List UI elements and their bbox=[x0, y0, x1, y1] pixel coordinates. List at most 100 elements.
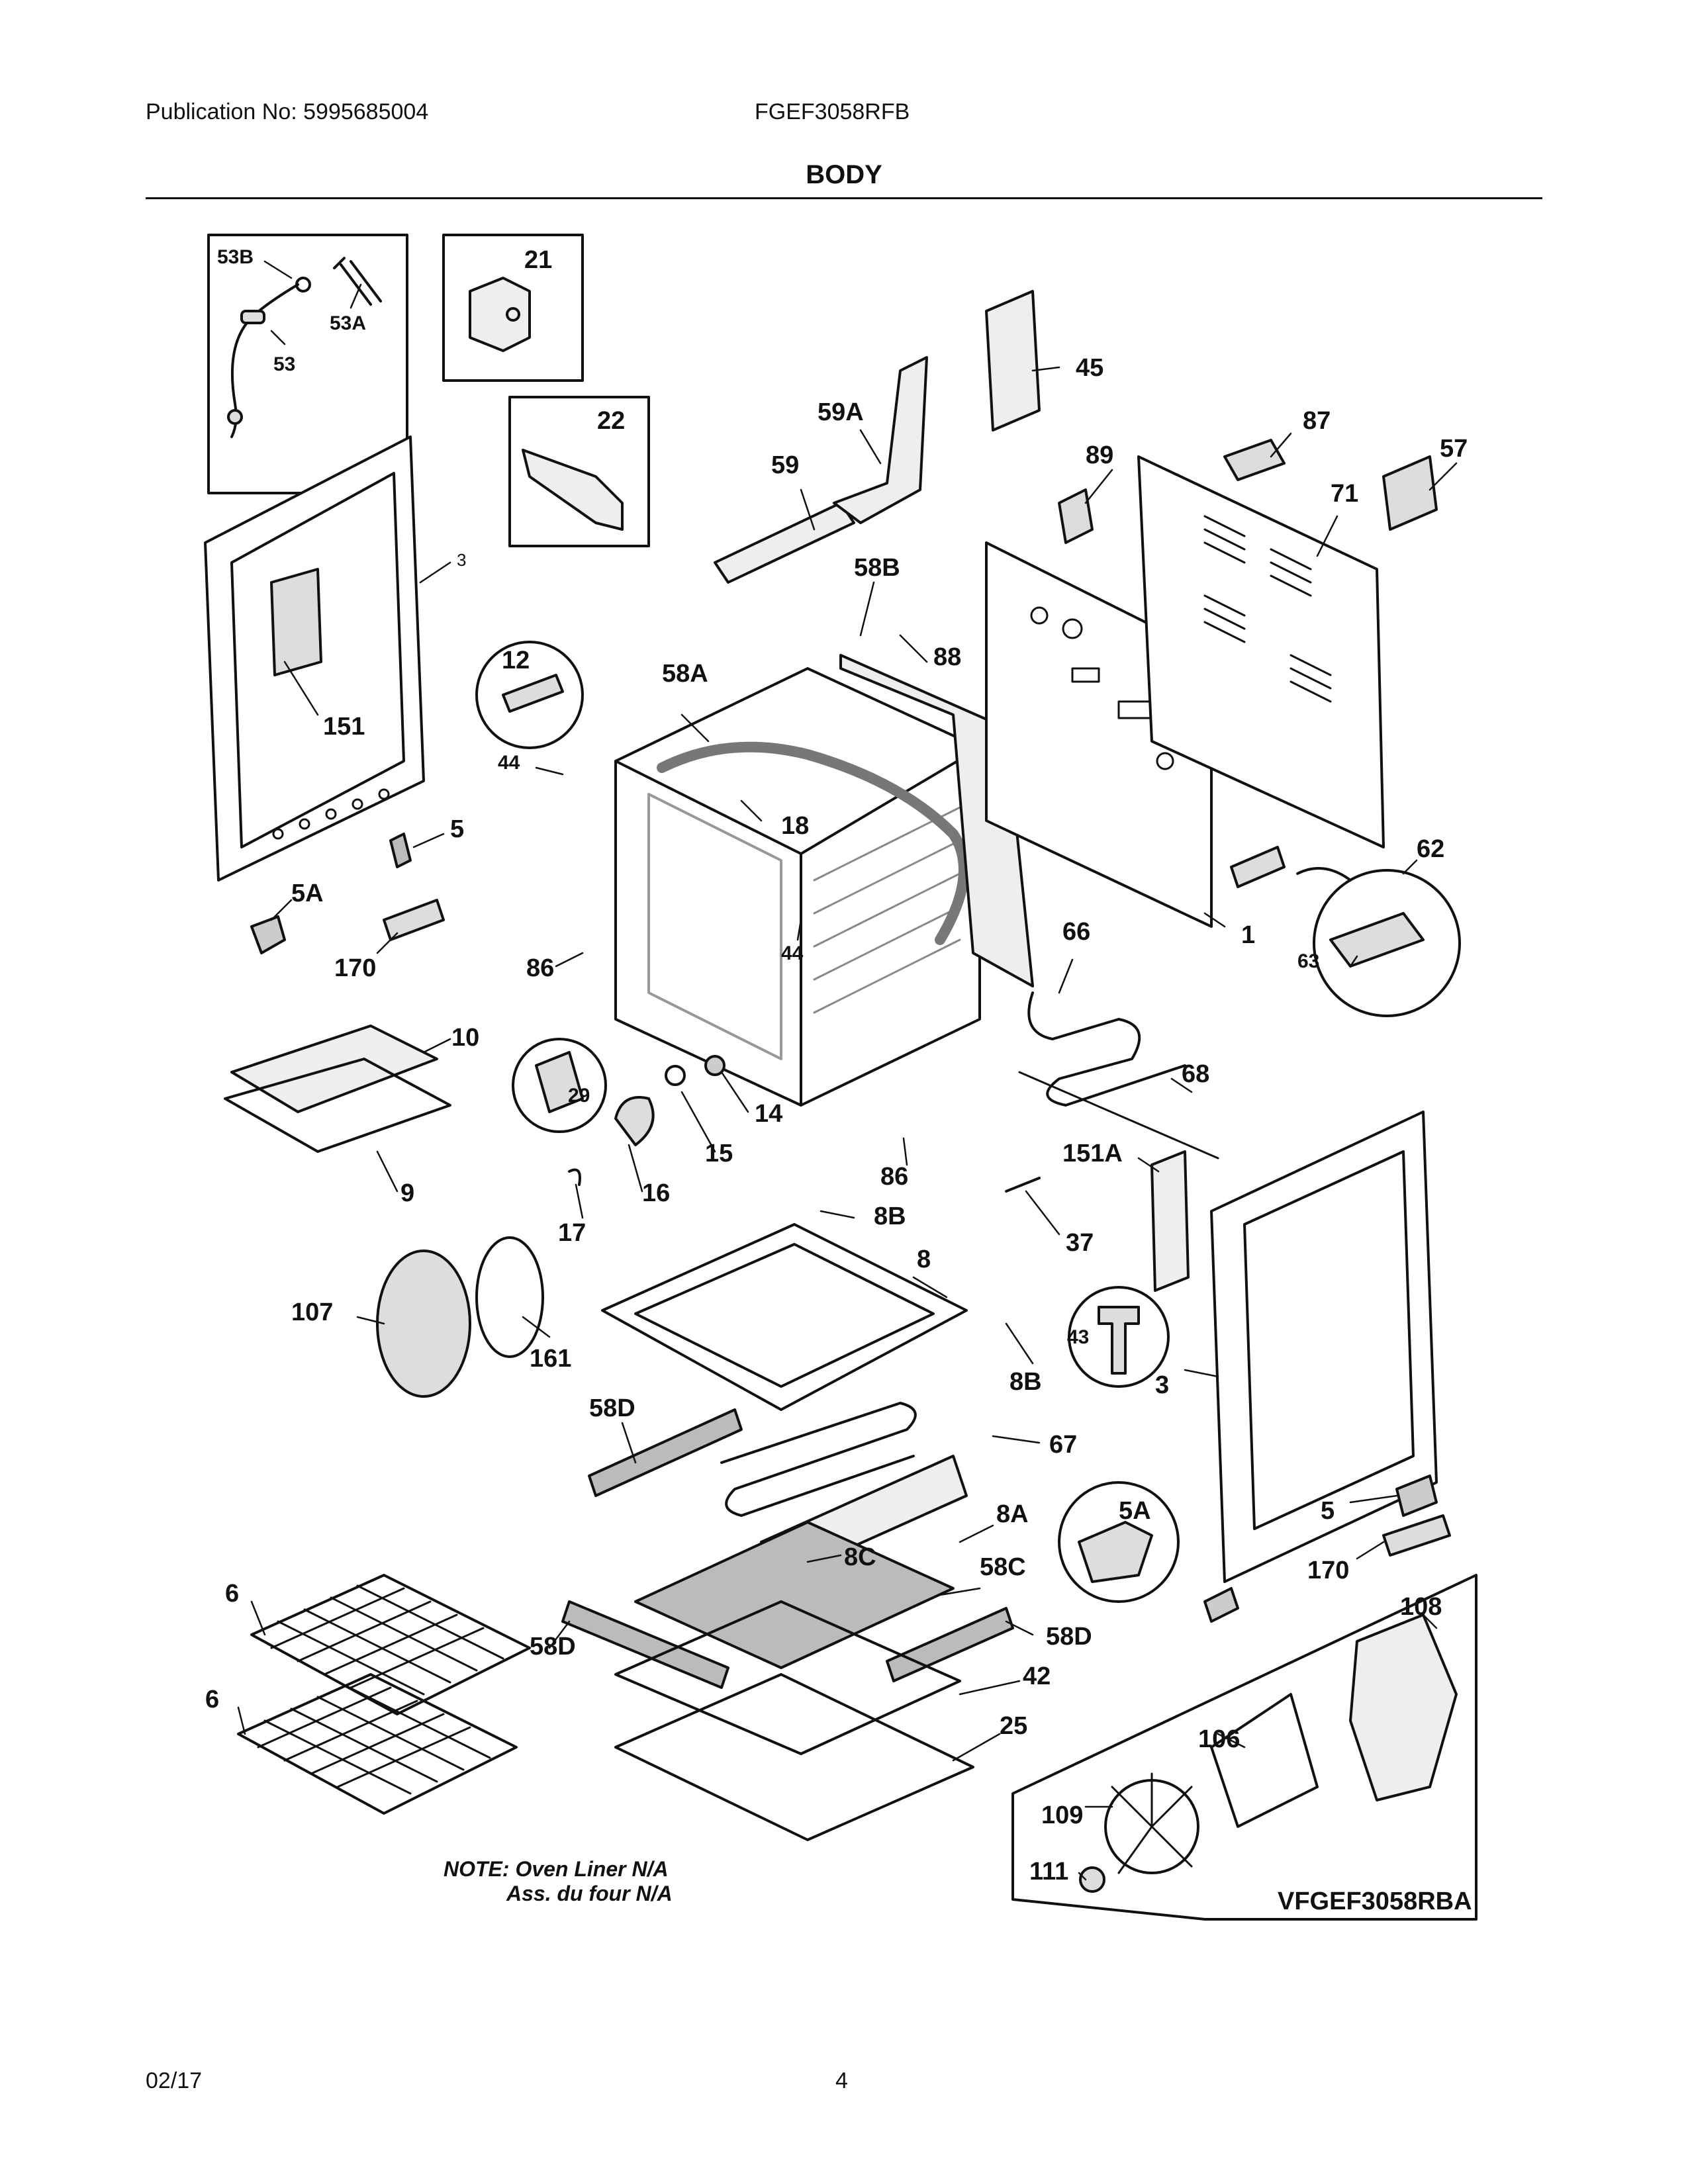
insulation-blanket-icon bbox=[657, 741, 969, 945]
label-12: 12 bbox=[502, 647, 530, 674]
section-title: BODY bbox=[806, 160, 882, 189]
label-5-left: 5 bbox=[450, 815, 464, 843]
label-58d-right: 58D bbox=[1046, 1623, 1092, 1651]
convection-kit-inset bbox=[1011, 1574, 1477, 1921]
label-107: 107 bbox=[291, 1298, 333, 1326]
label-57: 57 bbox=[1440, 435, 1468, 463]
oven-opening-icon bbox=[647, 793, 782, 1060]
label-86-left: 86 bbox=[526, 954, 554, 982]
label-44-b: 44 bbox=[781, 942, 804, 964]
label-8c: 8C bbox=[844, 1543, 876, 1571]
label-8a: 8A bbox=[996, 1500, 1029, 1528]
bottom-panel-42-icon bbox=[614, 1600, 961, 1755]
label-10: 10 bbox=[451, 1024, 479, 1052]
left-side-panel-inner-icon bbox=[230, 472, 405, 848]
broil-element-icon bbox=[1027, 991, 1186, 1107]
clip-17-icon bbox=[568, 1168, 581, 1186]
label-111: 111 bbox=[1029, 1858, 1068, 1886]
label-151: 151 bbox=[323, 713, 365, 741]
label-22: 22 bbox=[597, 407, 625, 435]
leveling-leg-5a-left-icon bbox=[250, 915, 286, 954]
rear-panel-71-icon bbox=[1137, 455, 1385, 848]
label-8b-top: 8B bbox=[874, 1203, 906, 1230]
bracket-87-icon bbox=[1223, 439, 1286, 481]
label-3-left: 3 bbox=[457, 550, 466, 570]
fan-element-161-icon bbox=[475, 1236, 544, 1358]
insulation-strip-58d-top-icon bbox=[588, 1408, 743, 1497]
rear-bracket-170-left-icon bbox=[383, 899, 445, 941]
label-15: 15 bbox=[705, 1140, 733, 1167]
bracket-89-icon bbox=[1058, 488, 1094, 544]
label-170-right: 170 bbox=[1307, 1557, 1349, 1584]
label-62: 62 bbox=[1417, 835, 1444, 863]
bracket-151a-icon bbox=[1150, 1150, 1190, 1292]
label-71: 71 bbox=[1331, 480, 1358, 508]
label-86-right: 86 bbox=[880, 1163, 908, 1191]
leader-lines bbox=[237, 260, 1458, 1881]
right-side-panel-inner-icon bbox=[1243, 1150, 1415, 1530]
light-socket-icon bbox=[502, 674, 564, 713]
rear-panel-vents-icon bbox=[1203, 515, 1332, 703]
left-panel-bracket-icon bbox=[270, 568, 322, 676]
label-88: 88 bbox=[933, 643, 961, 671]
inset-circle-62 bbox=[1313, 869, 1461, 1017]
label-59: 59 bbox=[771, 451, 799, 479]
cover-57-icon bbox=[1382, 455, 1438, 531]
label-5-right: 5 bbox=[1321, 1497, 1335, 1525]
vent-duct-59-icon bbox=[714, 502, 855, 584]
label-58d-left: 58D bbox=[530, 1633, 576, 1661]
oven-cavity-edges-icon bbox=[614, 747, 981, 1107]
label-18: 18 bbox=[781, 812, 809, 840]
label-43: 43 bbox=[1067, 1326, 1089, 1348]
inset-circle-5a bbox=[1058, 1481, 1180, 1603]
label-21: 21 bbox=[524, 246, 552, 274]
lamp-socket-14-icon bbox=[704, 1055, 726, 1076]
label-151a: 151A bbox=[1062, 1140, 1123, 1167]
leveling-leg-5-right-icon bbox=[1395, 1475, 1438, 1517]
label-53: 53 bbox=[273, 353, 295, 375]
label-16: 16 bbox=[642, 1179, 670, 1207]
label-17: 17 bbox=[558, 1219, 586, 1247]
insulation-strip-58d-right-icon bbox=[886, 1607, 1014, 1682]
bake-drip-tray-inner-icon bbox=[634, 1243, 935, 1388]
inset-model-code: VFGEF3058RBA bbox=[1278, 1888, 1472, 1915]
label-29: 29 bbox=[568, 1085, 590, 1107]
inset-circle-29 bbox=[512, 1038, 607, 1133]
label-161: 161 bbox=[530, 1345, 571, 1373]
label-58c: 58C bbox=[980, 1553, 1026, 1581]
label-108: 108 bbox=[1400, 1593, 1442, 1621]
inset-box-21 bbox=[442, 234, 584, 382]
label-14: 14 bbox=[755, 1100, 782, 1128]
label-9: 9 bbox=[400, 1179, 414, 1207]
grommet-icon bbox=[295, 277, 311, 293]
terminal-block-icon bbox=[1230, 846, 1286, 888]
bottom-cover-25-icon bbox=[614, 1673, 974, 1841]
label-5a-left: 5A bbox=[291, 880, 324, 907]
bracket-21-icon bbox=[469, 277, 531, 352]
broiler-grid-10-icon bbox=[230, 1024, 438, 1113]
label-6-top: 6 bbox=[225, 1580, 239, 1608]
oven-rack-bottom-icon bbox=[237, 1673, 518, 1815]
inset-circle-43 bbox=[1068, 1286, 1170, 1388]
sensor-connector-icon bbox=[227, 409, 243, 425]
label-45: 45 bbox=[1076, 354, 1103, 382]
label-106: 106 bbox=[1198, 1725, 1240, 1753]
motor-bracket-106-icon bbox=[1210, 1693, 1319, 1828]
label-67: 67 bbox=[1049, 1431, 1077, 1459]
sensor-probe-icon bbox=[333, 257, 382, 306]
bake-drip-tray-icon bbox=[601, 1223, 968, 1411]
publication-number: Publication No: 5995685004 bbox=[146, 99, 429, 124]
bracket-29-icon bbox=[535, 1051, 584, 1113]
wire-37-icon bbox=[1005, 1177, 1041, 1193]
label-58d-top: 58D bbox=[589, 1394, 635, 1422]
header-rule bbox=[146, 197, 1542, 199]
leveling-leg-detail-icon bbox=[1078, 1521, 1153, 1583]
bracket-22-icon bbox=[522, 449, 624, 531]
vent-duct-59a-icon bbox=[833, 356, 928, 524]
label-3-right: 3 bbox=[1155, 1371, 1169, 1399]
label-109: 109 bbox=[1041, 1801, 1083, 1829]
label-8: 8 bbox=[917, 1246, 931, 1273]
lamp-bulb-15-icon bbox=[665, 1065, 686, 1086]
fan-motor-108-icon bbox=[1349, 1614, 1458, 1801]
